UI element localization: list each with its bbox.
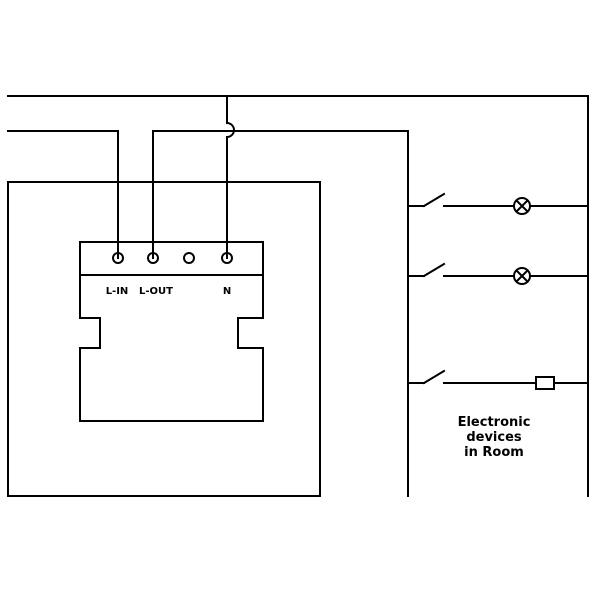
branch-device — [407, 369, 589, 390]
module-body — [79, 275, 264, 422]
terminal-label-l-in: L-IN — [106, 286, 129, 297]
supply-wires — [7, 95, 589, 497]
room-label-line: in Room — [464, 445, 524, 460]
branch-lamp-1 — [407, 192, 589, 215]
module-terminal-block — [79, 241, 264, 276]
terminal-unused — [183, 252, 195, 264]
branch-lamp-2 — [407, 262, 589, 285]
terminal-screw-icon — [147, 252, 159, 264]
switch-module: L-IN L-OUT N — [79, 241, 264, 422]
terminal-screw-icon — [112, 252, 124, 264]
terminal-l-in — [112, 252, 124, 264]
resistor-icon — [535, 376, 555, 390]
switch-contact-icon — [422, 192, 446, 208]
neutral-drop-wire — [226, 95, 235, 259]
live-out-wire — [152, 130, 409, 497]
switch-contact-icon — [422, 369, 446, 385]
lamp-icon — [513, 267, 531, 285]
load-branches — [407, 192, 589, 390]
switch-contact-icon — [422, 262, 446, 278]
live-in-wire — [7, 130, 119, 259]
terminal-label-n: N — [223, 286, 231, 297]
room-label-line: Electronic — [458, 415, 531, 430]
terminal-n — [221, 252, 233, 264]
wall-box — [7, 181, 321, 497]
terminal-l-out — [147, 252, 159, 264]
terminal-label-l-out: L-OUT — [139, 286, 173, 297]
terminal-screw-icon — [183, 252, 195, 264]
room-label-line: devices — [466, 430, 522, 445]
terminal-screw-icon — [221, 252, 233, 264]
neutral-bus — [7, 95, 589, 497]
lamp-icon — [513, 197, 531, 215]
